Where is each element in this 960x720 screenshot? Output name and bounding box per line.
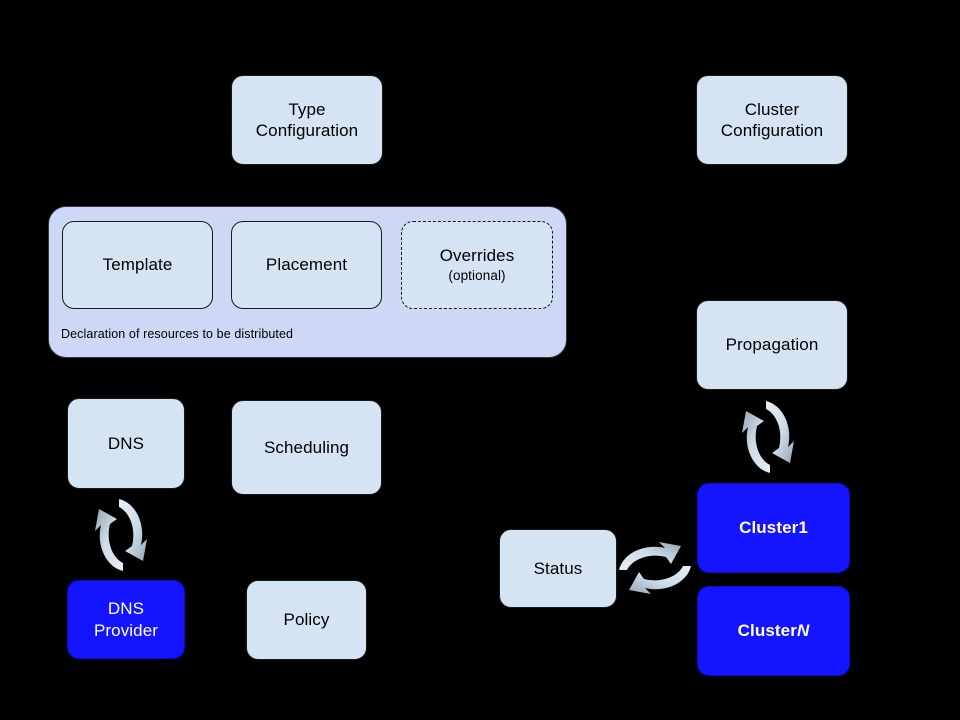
edge-dns-to-dns-provider	[95, 499, 147, 571]
group-caption: Declaration of resources to be distribut…	[61, 327, 294, 342]
node-cluster-1[interactable]: Cluster 1	[697, 483, 850, 573]
edge-propagation-to-cluster-1	[742, 401, 794, 473]
node-cluster-configuration[interactable]: Cluster Configuration	[696, 75, 848, 165]
node-cluster-n-label: Cluster	[737, 621, 797, 641]
node-overrides-sublabel: (optional)	[448, 267, 506, 283]
node-scheduling[interactable]: Scheduling	[231, 400, 382, 495]
node-dns[interactable]: DNS	[67, 398, 185, 489]
node-type-configuration[interactable]: Type Configuration	[231, 75, 383, 165]
node-cluster-n-index: N	[796, 621, 810, 641]
node-template[interactable]: Template	[62, 221, 213, 309]
node-cluster-1-label: Cluster	[739, 518, 799, 538]
node-cluster-n[interactable]: Cluster N	[697, 586, 850, 676]
node-propagation[interactable]: Propagation	[696, 300, 848, 390]
node-overrides-label: Overrides	[439, 246, 515, 266]
node-dns-provider[interactable]: DNS Provider	[67, 580, 185, 659]
node-cluster-1-index: 1	[798, 518, 808, 538]
node-status[interactable]: Status	[499, 529, 617, 608]
node-placement[interactable]: Placement	[231, 221, 382, 309]
edge-status-to-clusters	[619, 542, 691, 594]
node-overrides[interactable]: Overrides (optional)	[401, 221, 553, 309]
node-policy[interactable]: Policy	[246, 580, 367, 660]
